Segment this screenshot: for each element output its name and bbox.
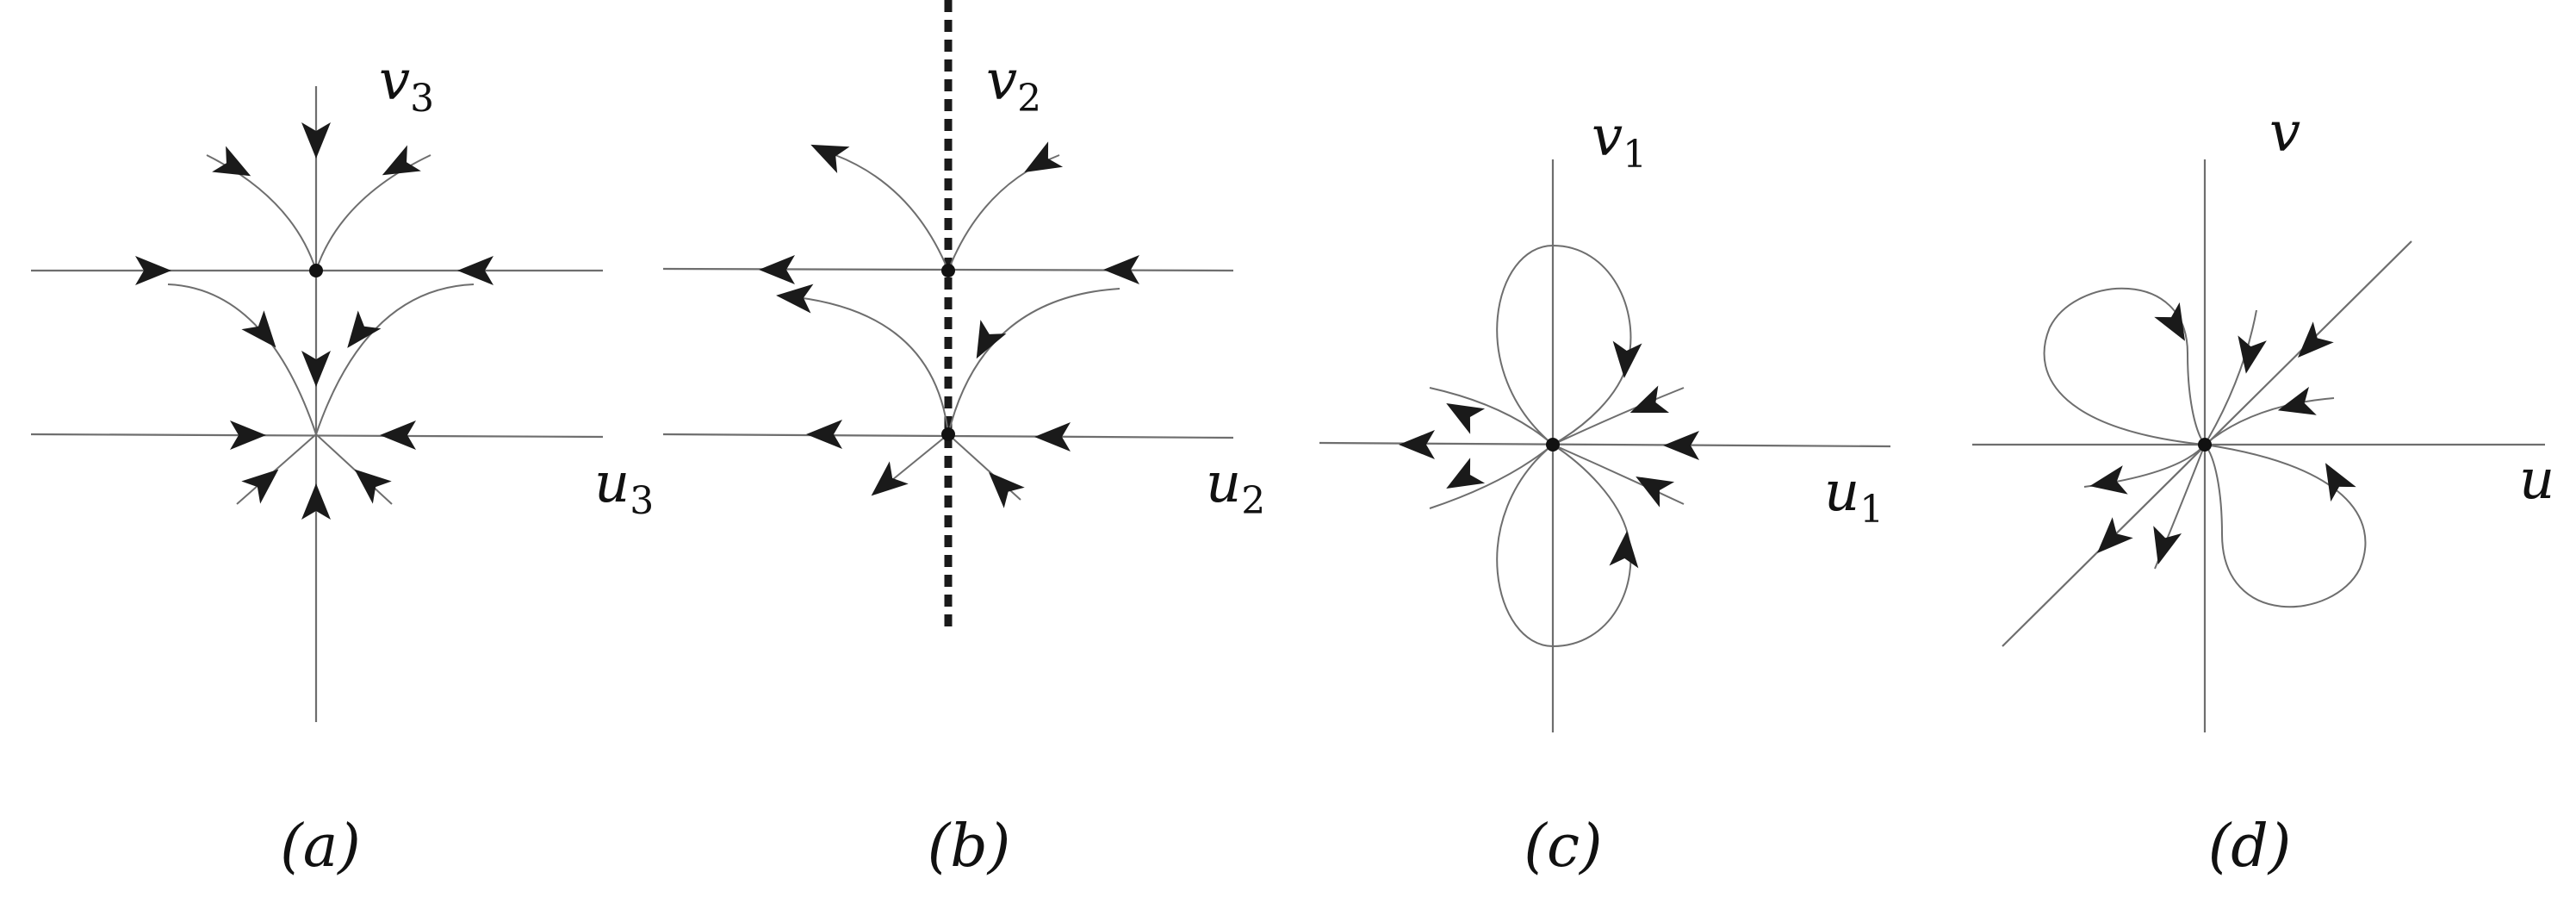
panel-d: v u (d) bbox=[1972, 101, 2554, 881]
equilibrium-point bbox=[2198, 438, 2212, 452]
arrow-marker bbox=[2287, 321, 2334, 368]
panel-a-orbits bbox=[167, 154, 475, 505]
panel-b-caption: (b) bbox=[928, 813, 1011, 881]
panel-a-arrows bbox=[135, 122, 493, 520]
panel-a: v3 u3 (a) bbox=[30, 49, 654, 881]
panel-b: v2 u2 (b) bbox=[662, 0, 1265, 881]
panel-d-caption: (d) bbox=[2208, 813, 2292, 881]
arrow-marker bbox=[1399, 430, 1435, 459]
arrow-marker bbox=[1628, 464, 1675, 508]
panel-b-v-axis-label: v2 bbox=[986, 49, 1041, 121]
panel-a-caption: (a) bbox=[280, 813, 361, 881]
panel-c-u-axis-label: u1 bbox=[1824, 460, 1884, 532]
arrow-marker bbox=[2274, 386, 2317, 425]
panel-c-arrows bbox=[1399, 340, 1699, 569]
equilibrium-point bbox=[941, 264, 955, 277]
arrow-marker bbox=[1624, 385, 1670, 427]
arrow-marker bbox=[2154, 302, 2198, 349]
panel-c-caption: (c) bbox=[1524, 813, 1602, 881]
arrow-marker bbox=[804, 131, 850, 174]
panel-c-orbits bbox=[1429, 244, 1685, 648]
arrow-marker bbox=[1609, 340, 1642, 380]
panel-b-orbits bbox=[796, 154, 1120, 501]
arrow-marker bbox=[806, 420, 842, 449]
panel-b-u-axis-label: u2 bbox=[1206, 452, 1265, 523]
arrow-marker bbox=[1016, 141, 1064, 185]
arrow-marker bbox=[774, 280, 814, 314]
panel-d-u-axis-label: u bbox=[2519, 448, 2554, 512]
panel-a-v-axis-label: v3 bbox=[379, 49, 434, 121]
equilibrium-point bbox=[941, 427, 955, 441]
equilibrium-point bbox=[309, 264, 323, 277]
panel-c: v1 u1 (c) bbox=[1319, 105, 1891, 881]
panel-a-u-axis-label: u3 bbox=[594, 452, 654, 523]
arrow-marker bbox=[861, 461, 909, 508]
panel-c-v-axis-label: v1 bbox=[1592, 105, 1647, 177]
arrow-marker bbox=[963, 320, 1007, 366]
arrow-marker bbox=[375, 145, 421, 189]
panel-d-orbits bbox=[2043, 287, 2367, 608]
equilibrium-point bbox=[1546, 438, 1560, 452]
arrow-marker bbox=[2144, 526, 2182, 569]
panel-a-axes bbox=[30, 86, 604, 722]
arrow-marker bbox=[1609, 529, 1642, 569]
panel-d-v-axis-label: v bbox=[2269, 101, 2300, 165]
panel-b-axes bbox=[662, 267, 1234, 439]
panel-d-axes bbox=[1972, 159, 2545, 732]
arrow-marker bbox=[1438, 458, 1486, 501]
arrow-marker bbox=[2087, 465, 2128, 501]
